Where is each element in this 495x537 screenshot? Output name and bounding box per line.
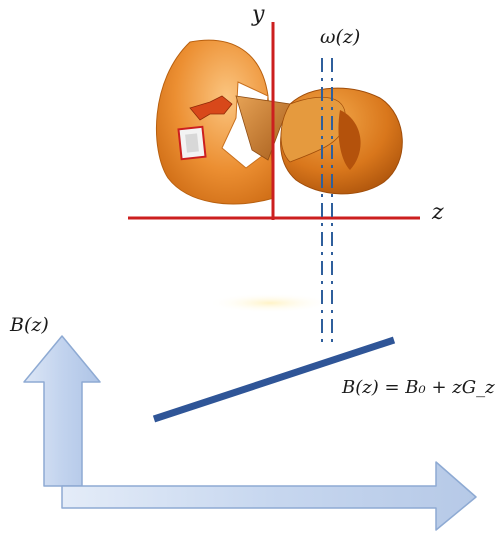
sliced-sphere-illustration	[155, 39, 403, 205]
sphere-window-shade	[185, 133, 199, 153]
sphere-shard	[189, 95, 233, 121]
b-axis-label: B(z)	[10, 314, 49, 336]
field-line	[152, 336, 396, 423]
z-axis-label: z	[432, 200, 444, 225]
omega-label: ω(z)	[320, 26, 361, 48]
red-axes	[128, 22, 420, 220]
sphere-inner-crease	[338, 110, 361, 170]
vertical-arrow	[23, 335, 101, 487]
diagram-canvas	[23, 22, 477, 531]
glow-shadow	[208, 293, 332, 313]
field-equation: B(z) = B₀ + zG_z	[342, 377, 495, 398]
sphere-cut-face	[280, 96, 346, 163]
omega-guides	[321, 58, 333, 342]
horizontal-arrow	[61, 461, 477, 531]
b-axis-arrows	[23, 335, 477, 531]
y-axis-label: y	[252, 2, 265, 27]
